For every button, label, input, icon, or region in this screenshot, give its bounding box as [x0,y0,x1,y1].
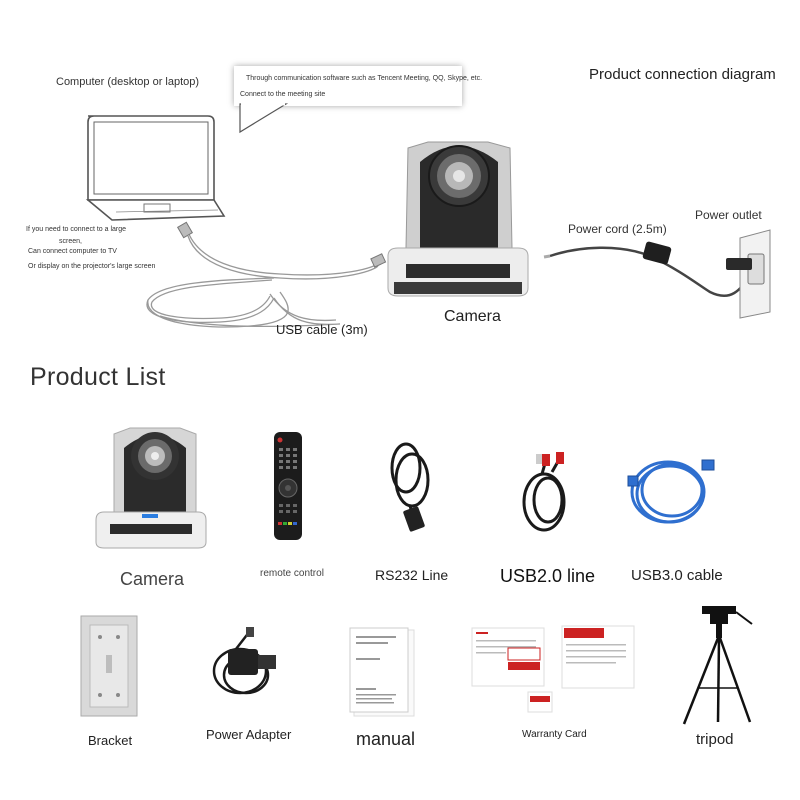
laptop-icon [85,115,226,221]
note-line1: If you need to connect to a large [26,226,127,233]
product-item [349,627,416,718]
diagram-title: Product connection diagram [589,66,776,83]
note-line3: Can connect computer to TV [28,248,117,255]
computer-label: Computer (desktop or laptop) [56,76,200,88]
note-line4: Or display on the projector's large scre… [28,263,156,270]
remote-control-icon [274,432,302,540]
power-adapter-icon [212,627,276,695]
usb3-cable-icon [627,459,715,524]
product-label-rs232: RS232 Line [375,567,449,583]
usb2-cable-icon [522,452,566,532]
product-label-adapter: Power Adapter [206,727,292,742]
product-label-usb2: USB2.0 line [500,566,596,586]
manual-icon [349,627,415,717]
product-item [268,430,308,542]
bubble-text-line1: Through communication software such as T… [246,75,483,82]
power-cord-icon [543,241,756,298]
product-item [518,452,578,536]
bracket-icon [80,615,138,717]
power-outlet-label: Power outlet [695,208,762,222]
product-label-manual: manual [356,729,416,749]
product-list-title: Product List [30,363,166,391]
product-label-warranty: Warranty Card [522,729,587,740]
product-label-bracket: Bracket [88,733,133,748]
usb-cable-icon [146,221,387,328]
rs232-cable-icon [390,442,430,532]
bubble-tail-icon [239,102,289,134]
product-label-tripod: tripod [696,731,734,748]
product-label-usb3: USB3.0 cable [631,567,723,584]
product-item [626,452,718,532]
tripod-icon [682,606,753,725]
warranty-card-icon [471,625,635,713]
power-outlet-icon [726,229,771,319]
product-item [206,625,286,715]
product-item [471,625,635,716]
product-item [380,440,440,540]
bubble-text-line2: Connect to the meeting site [240,91,326,98]
ptz-camera-icon [95,427,207,549]
usb-cable-label: USB cable (3m) [276,322,368,337]
product-item [95,426,207,551]
note-line2: screen, [59,238,82,245]
product-item [80,615,138,717]
power-cord-label: Power cord (2.5m) [568,222,667,236]
camera-icon [387,141,529,297]
speech-bubble: Through communication software such as T… [234,66,482,106]
camera-diagram-label: Camera [444,308,501,325]
product-label-remote: remote control [260,568,324,579]
product-item [680,604,756,730]
product-label-camera: Camera [120,569,185,589]
